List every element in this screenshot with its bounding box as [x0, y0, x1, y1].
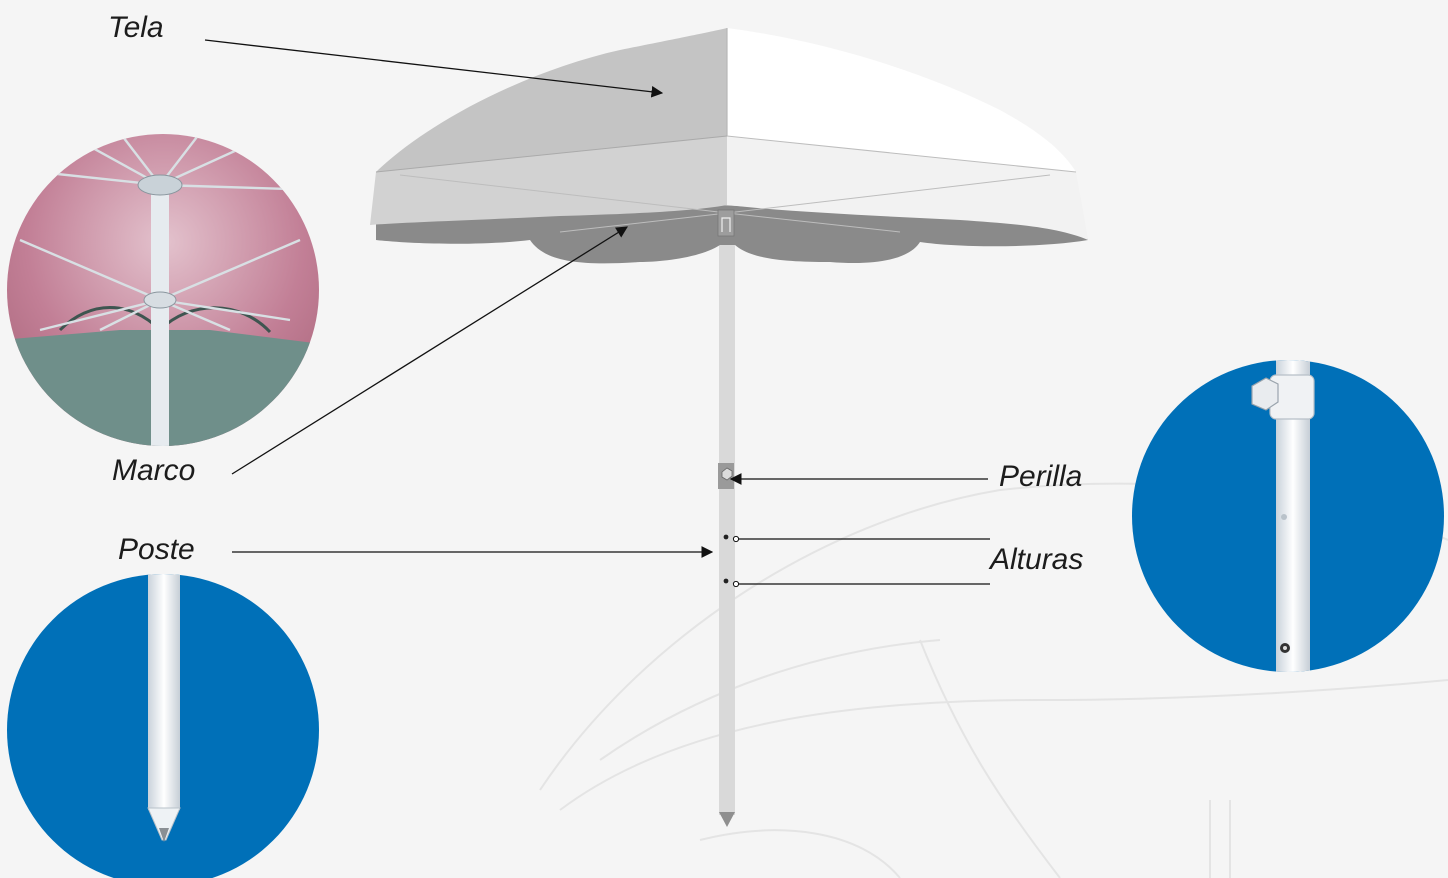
alturas-marker-2	[733, 581, 738, 586]
label-tela: Tela	[108, 13, 164, 43]
height-hole-2	[724, 579, 729, 584]
label-poste: Poste	[118, 535, 195, 565]
label-alturas: Alturas	[990, 545, 1083, 575]
height-hole-1	[724, 535, 729, 540]
umbrella	[370, 28, 1088, 827]
runner	[718, 210, 734, 236]
label-perilla: Perilla	[999, 462, 1082, 492]
label-marco: Marco	[112, 456, 195, 486]
knob-detail-photo	[1132, 340, 1444, 680]
alturas-marker-1	[733, 536, 738, 541]
pole-tip	[719, 812, 735, 827]
frame-detail-photo	[0, 120, 330, 450]
tip-detail-photo	[7, 560, 319, 878]
umbrella-pole	[719, 215, 735, 815]
